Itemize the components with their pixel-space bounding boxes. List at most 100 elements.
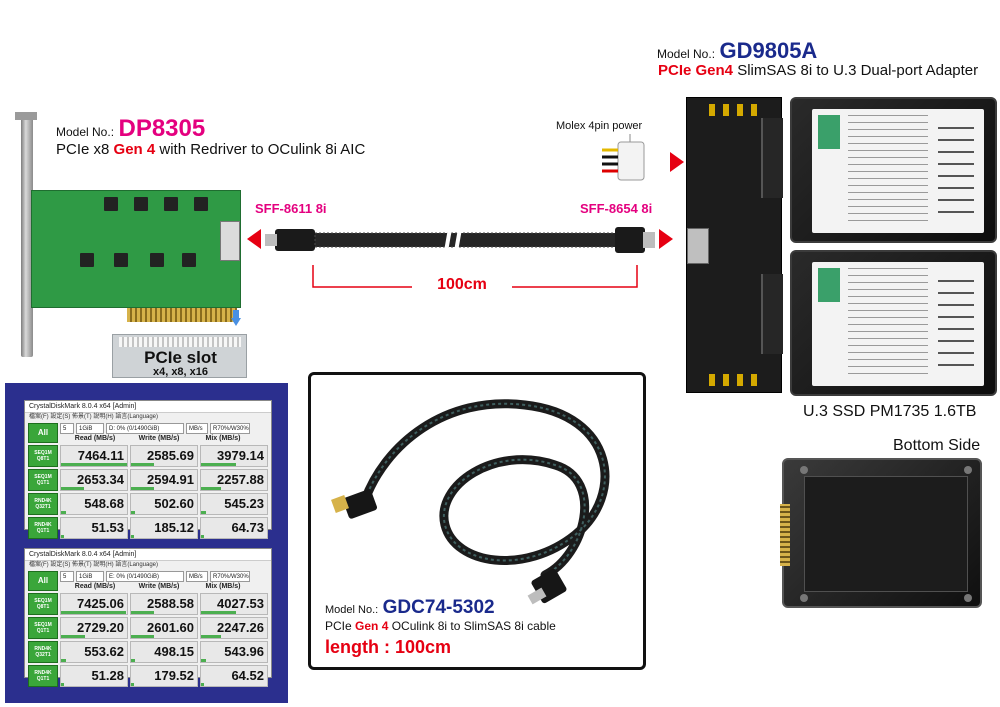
cdm-mix-value: 545.23 <box>200 493 268 515</box>
aic-desc-part: PCIe x8 <box>56 141 114 158</box>
card-pcb <box>31 190 241 308</box>
cdm-write-header: Write (MB/s) <box>138 435 180 442</box>
cdm-unit-select[interactable]: MB/s <box>186 423 208 434</box>
cdm-count-select[interactable]: 5 <box>60 571 74 582</box>
ssd-label-logos <box>938 272 974 376</box>
cdm-value-text: 543.96 <box>224 644 264 659</box>
cdm-value-text: 2257.88 <box>217 472 264 487</box>
cdm-size-select[interactable]: 1GiB <box>76 571 104 582</box>
cdm-menu[interactable]: 檔案(F) 設定(S) 佈景(T) 說明(H) 語言(Language) <box>29 414 159 420</box>
card-chip <box>104 197 118 211</box>
cdm-unit-select[interactable]: MB/s <box>186 571 208 582</box>
cdm-test-name: SEQ1M <box>34 474 52 480</box>
card-chip <box>80 253 94 267</box>
cable-length-wrap: 100cm <box>412 276 512 294</box>
bottom-side-label: Bottom Side <box>893 437 981 454</box>
aic-desc-gen: Gen 4 <box>113 141 156 158</box>
cdm-menu[interactable]: 檔案(F) 設定(S) 佈景(T) 說明(H) 語言(Language) <box>29 562 159 568</box>
cable-length-label: 100cm <box>437 276 487 293</box>
cdm-value-text: 2247.26 <box>217 620 264 635</box>
cdm-value-bar <box>131 511 136 514</box>
cdm-value-bar <box>201 463 237 466</box>
bracket-tab <box>15 112 37 120</box>
cdm-value-bar <box>61 535 64 538</box>
cdm-value-text: 4027.53 <box>217 596 264 611</box>
slot-pins <box>119 337 241 347</box>
cdm-mix-select[interactable]: R70%/W30% <box>210 423 250 434</box>
cdm-read-value: 553.62 <box>60 641 128 663</box>
cdm-mix-value: 64.73 <box>200 517 268 539</box>
ssd-bottom-panel <box>804 476 968 592</box>
screw-icon <box>800 466 808 474</box>
aic-model-number: DP8305 <box>118 115 206 142</box>
cdm-mix-select[interactable]: R70%/W30% <box>210 571 250 582</box>
cdm-value-bar <box>201 487 221 490</box>
cdm-value-text: 548.68 <box>84 496 124 511</box>
left-arrow-icon <box>247 229 261 249</box>
cdm-test-name: SEQ1M <box>34 622 52 628</box>
pcie-slot-widths: x4, x8, x16 <box>152 366 209 378</box>
cdm-all-button[interactable]: All <box>28 571 58 591</box>
adapter-pcb <box>686 97 783 393</box>
oculink-plug <box>342 489 378 519</box>
cdm-value-bar <box>201 683 204 686</box>
cdm-drive-select[interactable]: D: 0% (0/1490GiB) <box>106 423 184 434</box>
cdm-test-name: RND4K <box>34 646 52 652</box>
ssd-top <box>790 97 997 243</box>
cdm-toolbar: All 5 1GiB E: 0% (0/1490GiB) MB/s R70%/W… <box>25 571 271 591</box>
cdm-count-select[interactable]: 5 <box>60 423 74 434</box>
cdm-selects: 5 1GiB D: 0% (0/1490GiB) MB/s R70%/W30% <box>60 423 254 434</box>
cdm-value-bar <box>201 611 237 614</box>
adapter-model-number: GD9805A <box>719 38 818 63</box>
cdm-drive-select[interactable]: E: 0% (0/1490GiB) <box>106 571 184 582</box>
cable-length: length : 100cm <box>325 637 452 657</box>
cable-break-icon <box>443 222 463 258</box>
adapter-model-prefix: Model No.: <box>657 47 716 61</box>
aic-card-photo <box>5 112 255 362</box>
cdm-value-bar <box>131 659 136 662</box>
ssd-bottom <box>790 250 997 396</box>
cdm-test-queue: Q8T1 <box>36 456 50 462</box>
cdm-read-value: 51.53 <box>60 517 128 539</box>
cdm-value-bar <box>201 511 206 514</box>
card-chip <box>134 197 148 211</box>
cdm-value-text: 545.23 <box>224 496 264 511</box>
cdm-all-button[interactable]: All <box>28 423 58 443</box>
cdm-size-select[interactable]: 1GiB <box>76 423 104 434</box>
cdm-read-header: Read (MB/s) <box>74 583 116 590</box>
cdm-value-text: 3979.14 <box>217 448 264 463</box>
molex-arrow-icon <box>670 152 684 172</box>
ssd-label-sticker <box>818 115 840 149</box>
cable-diagram <box>265 222 655 288</box>
cdm-test-name: SEQ1M <box>34 598 52 604</box>
cdm-value-text: 64.73 <box>231 520 264 535</box>
cdm-read-header: Read (MB/s) <box>74 435 116 442</box>
cdm-value-bar <box>61 659 66 662</box>
molex-label: Molex 4pin power <box>556 120 643 132</box>
adapter-model-line: Model No.: GD9805A <box>657 38 817 64</box>
aic-desc-rest: with Redriver to OCulink 8i AIC <box>155 141 366 158</box>
cdm-value-bar <box>61 683 64 686</box>
cdm-controls: 5 1GiB E: 0% (0/1490GiB) MB/s R70%/W30% … <box>60 571 254 591</box>
cdm-test-name: RND4K <box>34 498 52 504</box>
cdm-title: CrystalDiskMark 8.0.4 x64 [Admin] <box>25 549 271 561</box>
cdm-mix-value: 2247.26 <box>200 617 268 639</box>
cdm-read-value: 51.28 <box>60 665 128 687</box>
cdm-value-text: 2601.60 <box>147 620 194 635</box>
adapter-desc-gen: PCIe Gen4 <box>658 62 734 79</box>
cdm-value-bar <box>61 635 86 638</box>
cdm-value-bar <box>201 635 221 638</box>
oculink-port <box>220 221 240 261</box>
cdm-read-value: 7464.11 <box>60 445 128 467</box>
ssd-label-text <box>848 115 928 227</box>
cdm-selects: 5 1GiB E: 0% (0/1490GiB) MB/s R70%/W30% <box>60 571 254 582</box>
